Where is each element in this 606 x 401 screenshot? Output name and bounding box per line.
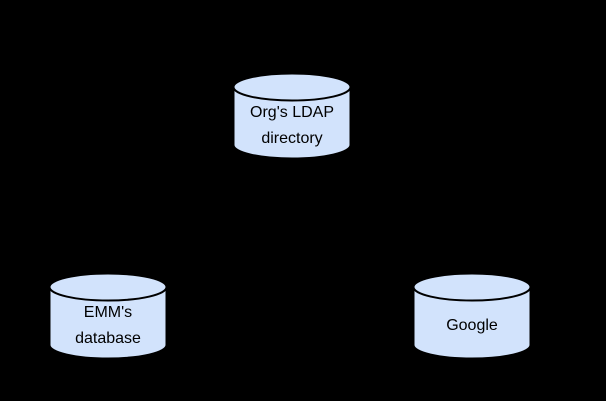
node-google: Google <box>412 272 532 360</box>
node-label: EMM's database <box>48 288 168 360</box>
database-cylinder-icon <box>412 272 532 360</box>
node-label-line: database <box>75 330 141 347</box>
node-label-line: EMM's <box>83 304 133 321</box>
node-emms-database: EMM's database <box>48 272 168 360</box>
node-label-line: Org's LDAP <box>250 104 334 121</box>
node-label-line: Google <box>446 317 498 334</box>
database-cylinder-icon <box>232 72 352 160</box>
node-orgs-ldap-directory: Org's LDAP directory <box>232 72 352 160</box>
node-label: Org's LDAP directory <box>232 88 352 160</box>
node-label: Google <box>412 288 532 360</box>
node-label-line: directory <box>261 130 323 147</box>
database-cylinder-icon <box>48 272 168 360</box>
